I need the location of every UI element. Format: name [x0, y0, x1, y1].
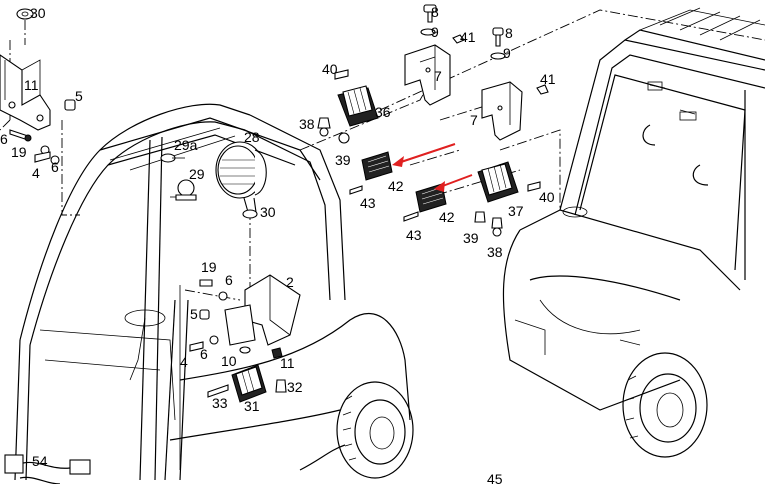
callout-38: 38 — [299, 116, 315, 132]
bulb-icon — [474, 211, 486, 223]
callout-32: 32 — [287, 379, 303, 395]
screw-icon — [207, 384, 229, 398]
callout-9: 9 — [503, 45, 511, 61]
washer-icon — [242, 209, 258, 219]
bulbs-38-39 — [317, 117, 503, 237]
lower-bracket-assembly — [189, 274, 301, 403]
arrow-head-icon — [392, 156, 404, 167]
bulbs-29 — [160, 153, 197, 201]
bolt-icon — [495, 34, 501, 47]
callout-28: 28 — [244, 129, 260, 145]
callout-2: 2 — [286, 274, 294, 290]
callout-31: 31 — [244, 398, 260, 414]
work-light-28 — [215, 141, 267, 219]
callout-30: 30 — [30, 5, 46, 21]
callout-4: 4 — [32, 165, 40, 181]
callout-43: 43 — [360, 195, 376, 211]
callout-5: 5 — [75, 88, 83, 104]
bolt-icon — [189, 341, 204, 352]
reflectors-42 — [349, 151, 447, 222]
callout-45: 45 — [487, 471, 503, 484]
washer-icon — [218, 291, 228, 301]
forklift-left — [14, 103, 414, 481]
washer-icon — [420, 28, 436, 36]
leader-lines — [0, 9, 765, 330]
bolt-icon — [527, 181, 541, 192]
callout-19: 19 — [201, 259, 217, 275]
callout-29a: 29a — [174, 137, 198, 153]
washer-icon — [239, 346, 251, 354]
washer-icon — [16, 8, 34, 20]
callout-8: 8 — [505, 25, 513, 41]
callout-11: 11 — [280, 355, 295, 371]
bolt-icon — [199, 279, 213, 287]
bulb-icon — [338, 132, 350, 144]
callout-11: 11 — [24, 77, 39, 93]
nut-icon — [271, 347, 283, 359]
lamp-37 — [477, 161, 541, 203]
nut-icon — [452, 34, 465, 44]
callout-29: 29 — [189, 166, 205, 182]
harness-54 — [4, 454, 91, 484]
callout-4: 4 — [180, 354, 188, 370]
callout-43: 43 — [406, 227, 422, 243]
arrow-head-icon — [434, 181, 445, 192]
bulb-icon — [491, 217, 503, 229]
callout-7: 7 — [434, 68, 442, 84]
nut-icon — [64, 99, 76, 111]
callout-36: 36 — [375, 104, 391, 120]
lamp-36 — [334, 69, 379, 127]
callout-33: 33 — [212, 395, 228, 411]
bulb-icon — [317, 117, 331, 129]
callout-30: 30 — [260, 204, 276, 220]
nut-icon — [199, 309, 210, 320]
callout-38: 38 — [487, 244, 503, 260]
bolt-icon — [334, 69, 349, 80]
screw-icon — [349, 185, 363, 195]
callout-42: 42 — [388, 178, 404, 194]
callout-42: 42 — [439, 209, 455, 225]
callout-6: 6 — [225, 272, 233, 288]
screw-icon — [403, 211, 419, 222]
bulb-icon — [275, 379, 287, 393]
callout-6: 6 — [51, 159, 59, 175]
callout-19: 19 — [11, 144, 27, 160]
callout-9: 9 — [431, 24, 439, 40]
washer-icon — [490, 52, 506, 60]
arrow-icon — [397, 143, 456, 164]
callout-7: 7 — [470, 112, 478, 128]
callout-6: 6 — [200, 346, 208, 362]
callout-39: 39 — [335, 152, 351, 168]
bracket-7-a — [404, 4, 465, 106]
bracket-7-b — [481, 27, 549, 141]
callout-10: 10 — [221, 353, 237, 369]
highlight-arrows — [392, 143, 473, 192]
callout-41: 41 — [460, 29, 476, 45]
nut-icon — [536, 84, 549, 95]
callout-5: 5 — [190, 306, 198, 322]
left-bracket-assembly — [0, 8, 76, 165]
forklift-right — [502, 7, 765, 458]
callout-8: 8 — [431, 4, 439, 20]
callout-39: 39 — [463, 230, 479, 246]
callout-6: 6 — [0, 131, 8, 147]
callout-40: 40 — [322, 61, 338, 77]
bulb-icon — [177, 179, 195, 197]
callout-41: 41 — [540, 71, 556, 87]
callout-40: 40 — [539, 189, 555, 205]
callout-54: 54 — [32, 453, 48, 469]
callout-labels: 30 11 5 6 19 4 6 28 29a 29 30 8 9 41 40 … — [0, 4, 556, 484]
callout-37: 37 — [508, 203, 524, 219]
arrow-icon — [439, 174, 473, 188]
